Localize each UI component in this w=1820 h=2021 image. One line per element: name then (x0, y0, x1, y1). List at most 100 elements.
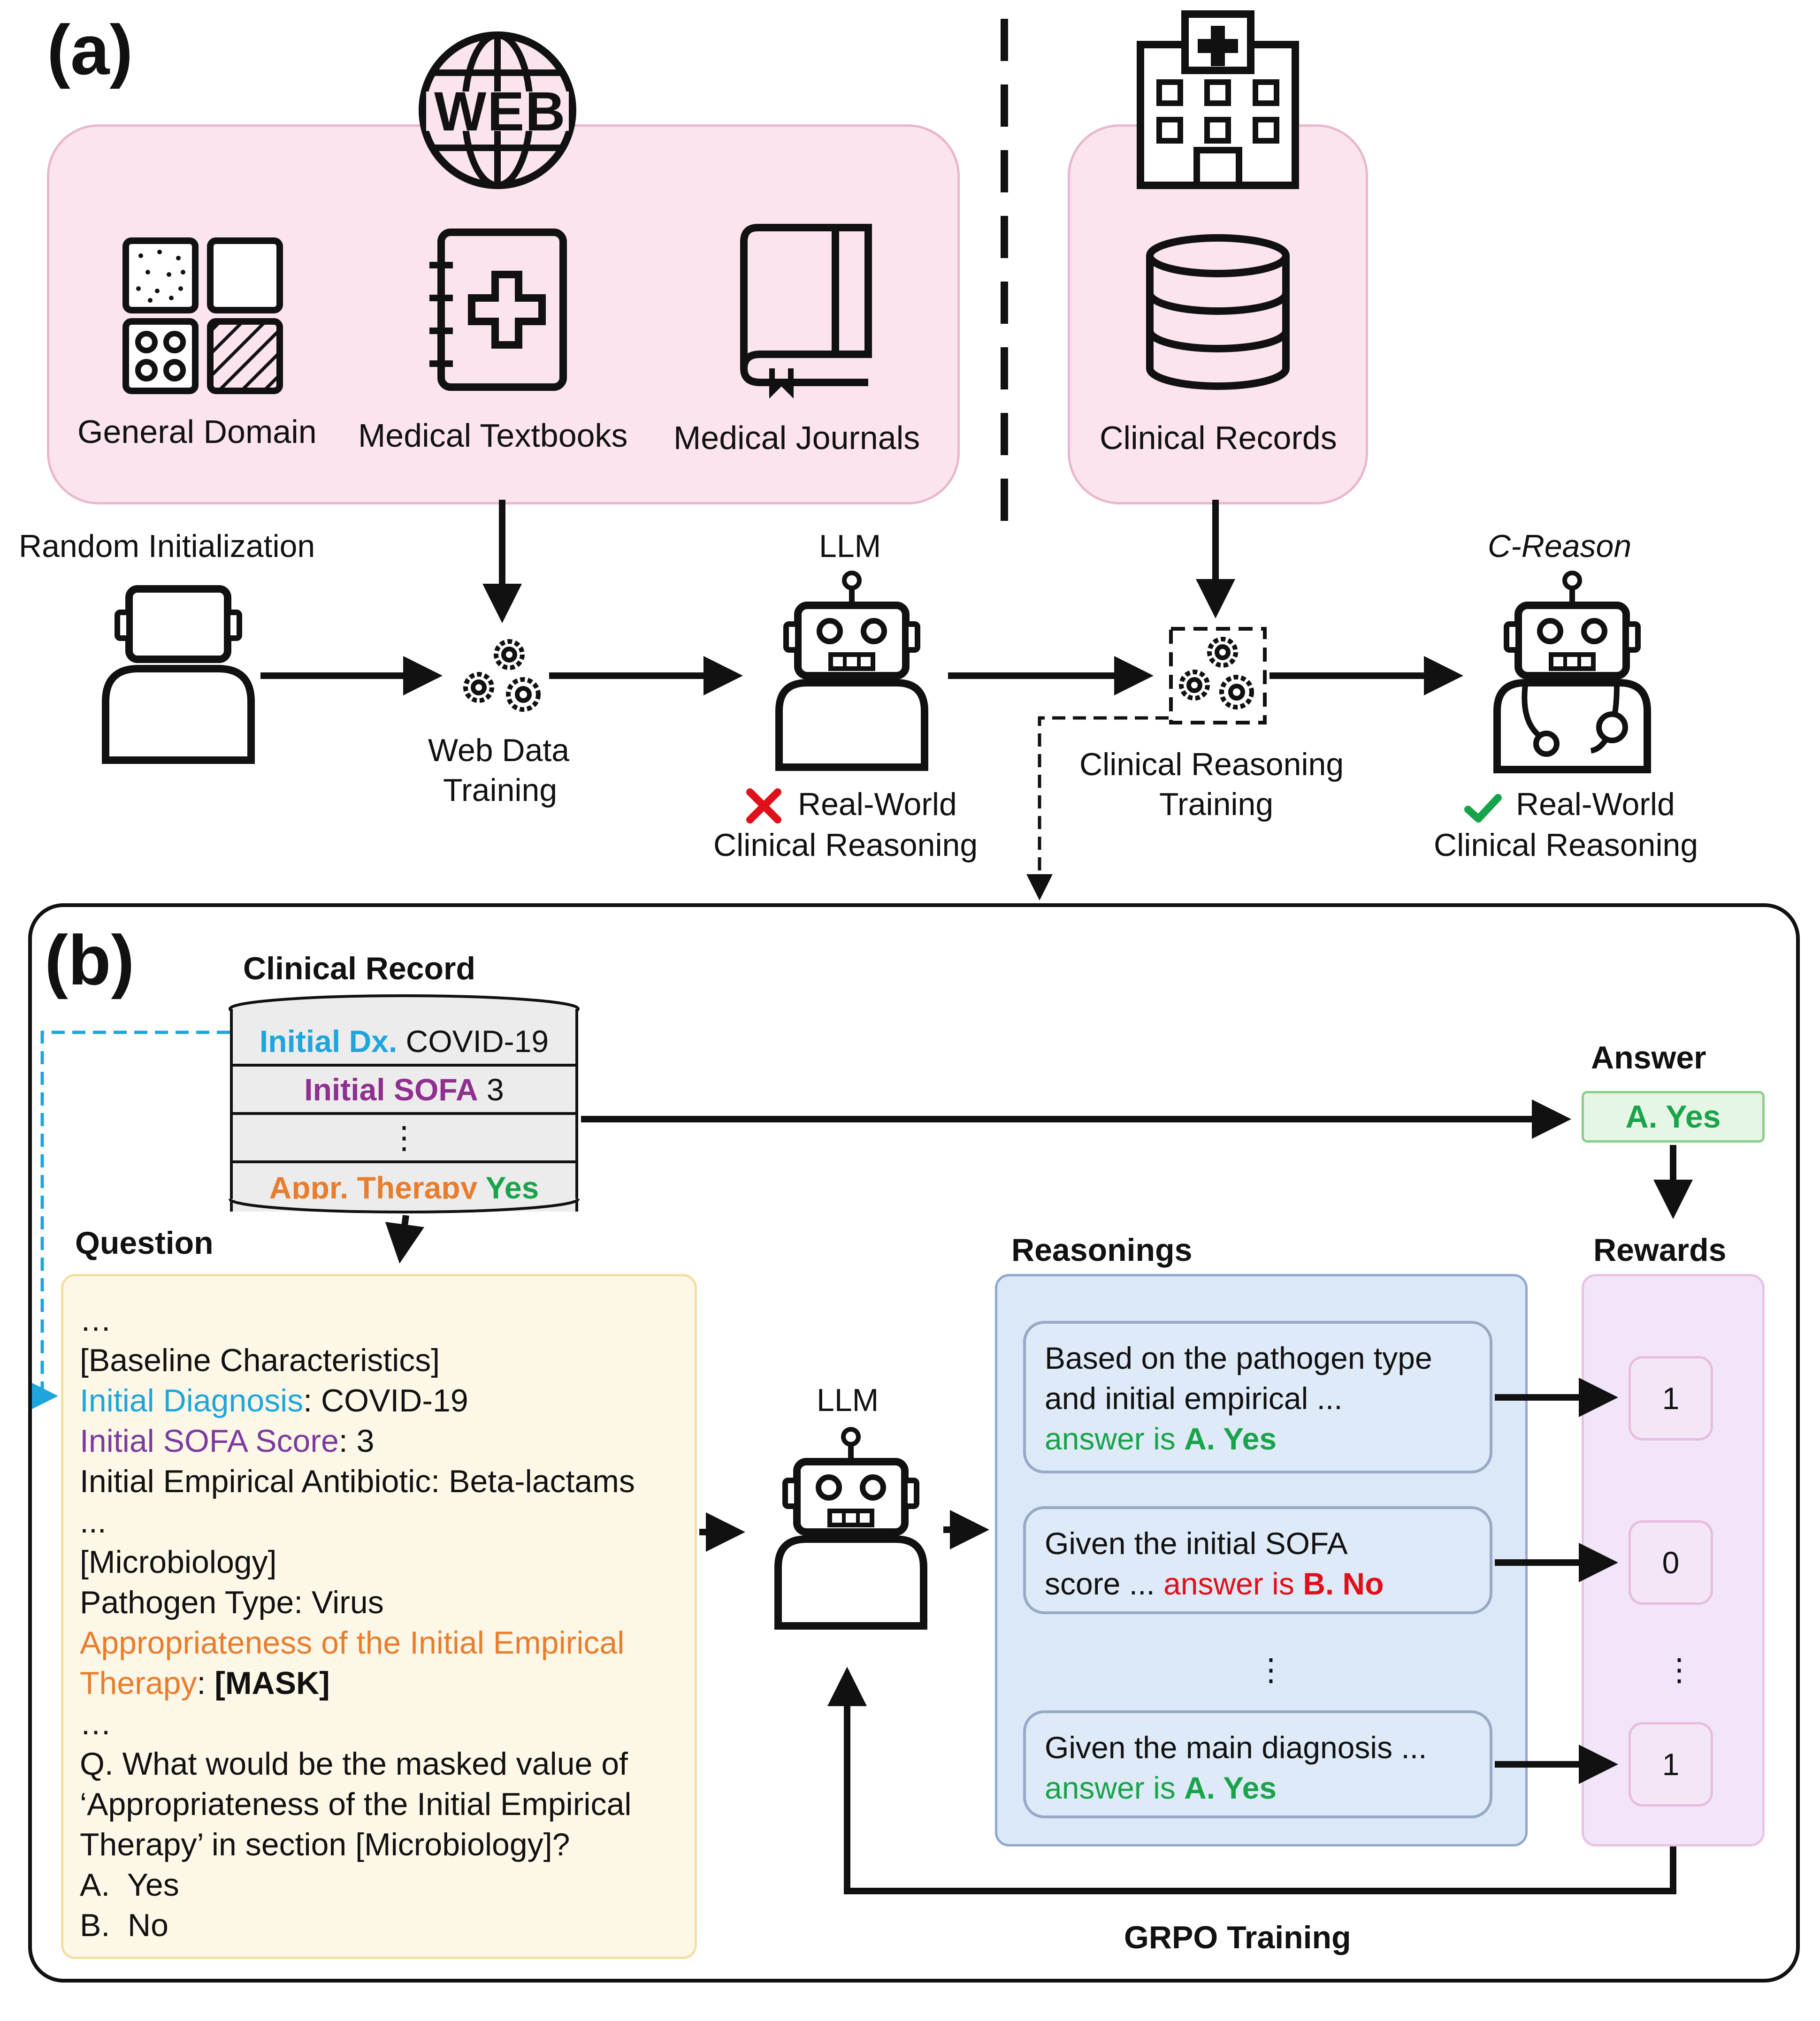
record-dots: ⋮ (389, 1120, 420, 1155)
record-sofa-key: Initial SOFA (304, 1072, 478, 1107)
card3-line1: Given the main diagnosis ... (1045, 1730, 1427, 1765)
gears-icon-web (463, 639, 541, 712)
q-line-sofa: Initial SOFA Score: 3 (80, 1421, 690, 1461)
reasoning-card-3: Given the main diagnosis ... answer is A… (1023, 1710, 1492, 1818)
card2-ans-prefix: answer is (1163, 1566, 1303, 1601)
grpo-training-label: GRPO Training (1124, 1920, 1351, 1955)
q-line-option-a: A. Yes (80, 1867, 179, 1903)
card3-ans: A. Yes (1184, 1770, 1277, 1805)
q-therapy-colon: : (197, 1665, 215, 1701)
llm-fail-label-2: Clinical Reasoning (713, 827, 978, 863)
q-line-question-1: Q. What would be the masked value of (80, 1746, 628, 1782)
cross-icon (746, 788, 781, 824)
clinical-training-label-1: Clinical Reasoning (1079, 747, 1344, 782)
medical-textbooks-label: Medical Textbooks (358, 417, 628, 454)
q-mask: [MASK] (214, 1665, 330, 1701)
gears-icon-clinical (1169, 627, 1267, 725)
divider-line (1001, 19, 1008, 526)
llm-robot-icon-b (774, 1427, 927, 1630)
card3-ans-prefix: answer is (1045, 1770, 1185, 1805)
card1-line1: Based on the pathogen type (1045, 1341, 1432, 1375)
q-line-therapy: Therapy: [MASK] (80, 1663, 690, 1703)
record-dx-val: COVID-19 (397, 1023, 549, 1059)
general-domain-icon (122, 237, 283, 394)
blank-robot-icon (102, 585, 255, 764)
reasoning-card-1: Based on the pathogen type and initial e… (1023, 1321, 1492, 1473)
card2-line2: score ... (1045, 1566, 1164, 1601)
doctor-robot-icon (1493, 571, 1651, 773)
q-line-antibiotic: Initial Empirical Antibiotic: Beta-lacta… (80, 1464, 635, 1499)
creason-label: C-Reason (1488, 528, 1632, 564)
card1-ans-prefix: answer is (1045, 1421, 1185, 1456)
llm-label-b: LLM (817, 1382, 879, 1418)
panel-b-frame (28, 903, 1800, 1983)
q-line-question-3: Therapy’ in section [Microbiology]? (80, 1827, 570, 1862)
record-sofa-val: 3 (478, 1072, 504, 1107)
llm-robot-icon (775, 571, 928, 771)
answer-title: Answer (1591, 1040, 1706, 1075)
creason-ok-label-1: Real-World (1516, 786, 1675, 822)
q-line-ellipsis-1: … (80, 1302, 112, 1338)
reward-2: 0 (1629, 1520, 1713, 1605)
panel-b-label: (b) (45, 921, 135, 999)
card1-line2: and initial empirical ... (1045, 1381, 1343, 1416)
medical-journals-label: Medical Journals (673, 419, 920, 456)
answer-value: A. Yes (1625, 1099, 1721, 1135)
random-init-label: Random Initialization (19, 528, 315, 564)
check-icon (1464, 794, 1502, 823)
reasoning-card-2: Given the initial SOFA score ... answer … (1023, 1506, 1492, 1614)
llm-label-a: LLM (819, 528, 881, 564)
q-line-question-2: ‘Appropriateness of the Initial Empirica… (80, 1786, 632, 1822)
reward-1: 1 (1629, 1356, 1713, 1441)
q-line-option-b: B. No (80, 1907, 168, 1943)
q-therapy-key: Therapy (80, 1665, 197, 1701)
general-domain-label: General Domain (77, 413, 317, 450)
clinical-record-cylinder-bottom (229, 1198, 580, 1213)
q-line-ellipsis-2: ... (80, 1504, 107, 1540)
question-title: Question (75, 1225, 214, 1261)
pipeline-arrows (260, 500, 1463, 900)
web-icon-text: WEB (434, 81, 566, 143)
q-line-diagnosis: Initial Diagnosis: COVID-19 (80, 1380, 690, 1421)
panel-a-label: (a) (47, 10, 133, 89)
clinical-records-label: Clinical Records (1100, 419, 1337, 456)
q-line-baseline: [Baseline Characteristics] (80, 1342, 440, 1378)
reward-3: 1 (1629, 1722, 1713, 1807)
q-line-microbiology: [Microbiology] (80, 1544, 277, 1580)
question-text: … [Baseline Characteristics] Initial Dia… (80, 1300, 690, 1945)
web-training-label-1: Web Data (428, 732, 570, 768)
question-box (61, 1274, 697, 1959)
clinical-training-label-2: Training (1159, 786, 1274, 822)
reward-1-value: 1 (1662, 1381, 1680, 1416)
card2-ans: B. No (1303, 1566, 1384, 1601)
record-row-dots: ⋮ (230, 1115, 578, 1163)
hospital-icon (1137, 10, 1299, 189)
reward-3-value: 1 (1662, 1747, 1680, 1782)
q-appropriateness-key: Appropriateness of the Initial Empirical (80, 1625, 625, 1661)
creason-ok-label-2: Clinical Reasoning (1434, 827, 1698, 863)
q-diagnosis-val: : COVID-19 (303, 1383, 468, 1419)
reward-2-value: 0 (1662, 1545, 1680, 1580)
rewards-dots: ⋮ (1664, 1652, 1695, 1687)
record-row-dx: Initial Dx. COVID-19 (230, 1018, 578, 1067)
record-dx-key: Initial Dx. (259, 1023, 398, 1059)
web-training-label-2: Training (443, 772, 558, 808)
card1-ans: A. Yes (1184, 1421, 1277, 1456)
q-diagnosis-key: Initial Diagnosis (80, 1383, 304, 1419)
medical-journal-icon (740, 224, 872, 399)
q-line-appropriateness: Appropriateness of the Initial Empirical (80, 1623, 690, 1663)
answer-box: A. Yes (1582, 1091, 1765, 1143)
globe-web-icon (419, 31, 576, 189)
reasonings-dots: ⋮ (1255, 1652, 1286, 1687)
card2-line1: Given the initial SOFA (1045, 1526, 1348, 1561)
q-line-ellipsis-3: … (80, 1706, 112, 1741)
clinical-record-title: Clinical Record (243, 951, 476, 986)
q-sofa-key: Initial SOFA Score (80, 1423, 339, 1459)
reasonings-title: Reasonings (1011, 1232, 1193, 1268)
q-sofa-val: : 3 (338, 1423, 375, 1459)
database-icon (1146, 234, 1290, 390)
rewards-title: Rewards (1593, 1232, 1727, 1268)
q-line-pathogen: Pathogen Type: Virus (80, 1585, 384, 1620)
llm-fail-label-1: Real-World (798, 786, 957, 822)
